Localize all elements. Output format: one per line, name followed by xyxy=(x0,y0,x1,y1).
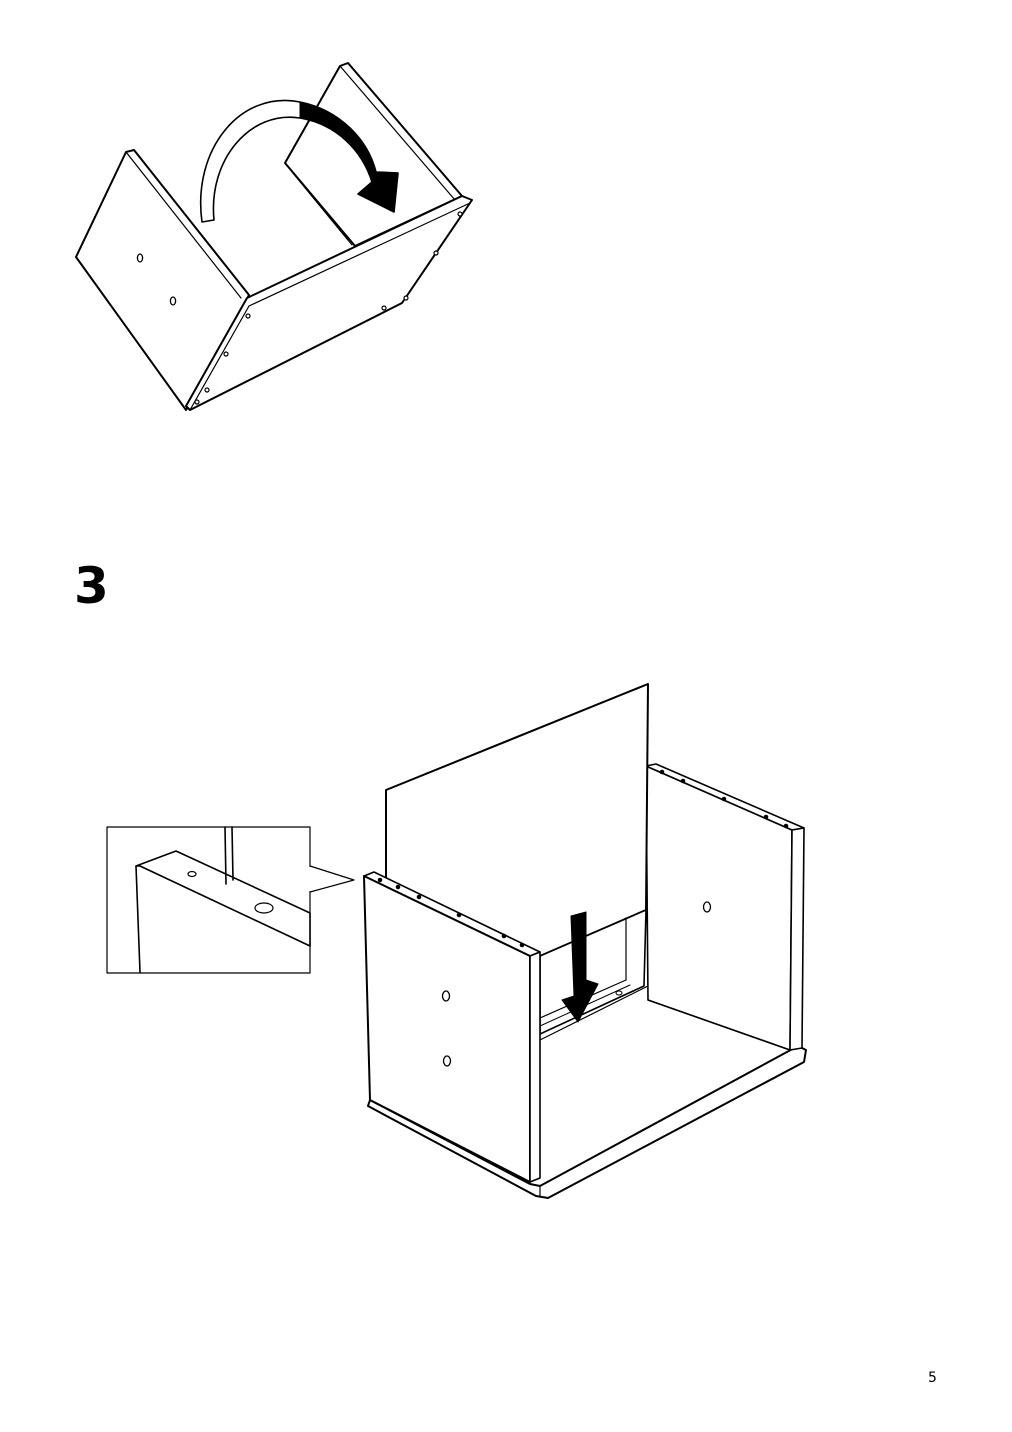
panel-hole xyxy=(442,1055,452,1067)
panel-hole xyxy=(381,305,387,311)
step-number: 3 xyxy=(74,557,109,615)
flip-box-illustration xyxy=(75,62,473,411)
panel-hole xyxy=(194,399,200,405)
detail-callout xyxy=(106,826,355,974)
left-side-panel xyxy=(75,149,250,411)
back-panel xyxy=(284,62,463,247)
callout-pointer xyxy=(309,865,355,893)
base-plate xyxy=(367,1045,807,1199)
page-number: 5 xyxy=(928,1370,937,1386)
panel-hole xyxy=(169,296,177,306)
panel-hole xyxy=(433,250,439,256)
panel-hole xyxy=(245,313,251,319)
panel-hole xyxy=(403,295,409,301)
down-arrow-icon xyxy=(561,911,599,1023)
panel-hole xyxy=(441,990,451,1002)
panel-hole xyxy=(223,351,229,357)
front-panel xyxy=(185,195,473,411)
insert-panel-illustration xyxy=(106,683,807,1199)
panel-hole xyxy=(702,901,712,913)
panel-hole xyxy=(457,211,463,217)
panel-hole xyxy=(136,253,144,263)
panel-hole xyxy=(204,387,210,393)
